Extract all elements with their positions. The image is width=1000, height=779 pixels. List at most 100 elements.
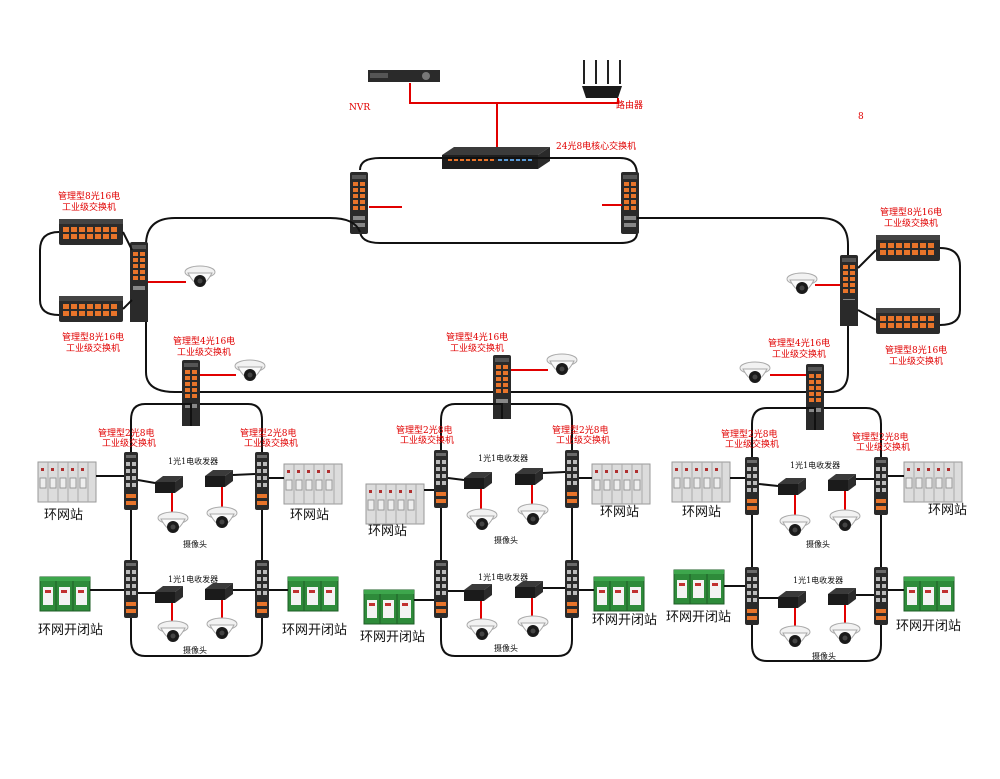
access-switch-label-2: 工业级交换机: [400, 434, 454, 446]
link: [137, 479, 156, 484]
ring-station-label: 环网站: [600, 505, 639, 520]
page-number: 8: [858, 112, 864, 122]
left-rack-link-bottom: [122, 299, 133, 310]
left-rack-link-top: [122, 231, 133, 251]
switchgear-cabinet-icon: [283, 463, 343, 505]
ring-switch-station-label: 环网开闭站: [282, 623, 347, 638]
dome-camera-icon: [546, 353, 578, 376]
media-converter-icon: [205, 470, 233, 487]
switchgear-cabinet-icon: [37, 461, 97, 503]
access-switch-icon: [255, 560, 269, 618]
ring-station-label: 环网站: [290, 508, 329, 523]
dome-camera-icon: [157, 620, 189, 643]
left-bottom-rack-label-1: 管理型8光16电: [62, 331, 124, 343]
media-converter-icon: [778, 478, 806, 495]
left-rack-switch-bottom-icon: [59, 296, 123, 322]
router-label: 路由器: [616, 99, 643, 111]
access-switch-icon: [255, 452, 269, 510]
media-converter-icon: [155, 476, 183, 493]
ring-switch-middle-label-1: 管理型4光16电: [446, 331, 508, 343]
access-switch-icon: [565, 560, 579, 618]
link: [542, 471, 566, 474]
dome-camera-icon: [206, 617, 238, 640]
subring-middle: [440, 403, 573, 657]
ring-switch-left-label-1: 管理型4光16电: [173, 335, 235, 347]
switchgear-cabinet-icon: [365, 483, 425, 525]
right-rack-switch-bottom-icon: [876, 308, 940, 334]
nvr-recorder-icon: [368, 70, 440, 82]
right-top-rack-label-2: 工业级交换机: [884, 217, 938, 229]
ring-switch-middle-label-2: 工业级交换机: [450, 342, 504, 354]
subring-right: [751, 407, 882, 662]
media-converter-icon: [155, 586, 183, 603]
access-switch-label-1: 管理型2光8电: [552, 424, 608, 436]
access-switch-label-1: 管理型2光8电: [396, 424, 452, 436]
camera-label: 摄像头: [183, 539, 207, 549]
dome-camera-icon: [206, 506, 238, 529]
dome-camera-icon: [829, 622, 861, 645]
switchgear-cabinet-icon: [903, 461, 963, 503]
dome-camera-icon: [779, 514, 811, 537]
access-switch-label-1: 管理型2光8电: [240, 427, 296, 439]
ring-main-unit-icon: [39, 576, 91, 612]
dome-camera-icon: [234, 359, 266, 382]
link: [447, 477, 465, 481]
access-switch-label-2: 工业级交换机: [856, 441, 910, 453]
right-rack-switch-top-icon: [876, 235, 940, 261]
nvr-label: NVR: [349, 103, 370, 113]
dome-camera-icon: [779, 625, 811, 648]
media-converter-icon: [778, 591, 806, 608]
left-rack-loop: [39, 231, 60, 316]
left-bottom-rack-label-2: 工业级交换机: [66, 342, 120, 354]
access-switch-label-1: 管理型2光8电: [852, 431, 908, 443]
access-switch-icon: [874, 457, 888, 515]
core-ring: [359, 157, 638, 244]
left-agg-switch-body: [130, 292, 148, 322]
dome-camera-icon: [517, 615, 549, 638]
ring-main-unit-icon: [673, 569, 725, 605]
right-rack-link-top: [857, 249, 877, 269]
media-converter-icon: [515, 581, 543, 598]
wifi-router-icon: [582, 60, 622, 98]
access-switch-label-2: 工业级交换机: [725, 438, 779, 450]
core-switch-label: 24光8电核心交换机: [556, 140, 636, 152]
left-rack-switch-top-icon: [59, 219, 123, 245]
access-switch-icon: [565, 450, 579, 508]
right-rack-link-bottom: [857, 309, 877, 321]
media-converter-icon: [464, 584, 492, 601]
dome-camera-icon: [786, 272, 818, 295]
right-bottom-rack-label-1: 管理型8光16电: [885, 344, 947, 356]
ring-main-unit-icon: [593, 576, 645, 612]
ring-station-label: 环网站: [682, 505, 721, 520]
link: [232, 473, 256, 476]
access-switch-icon: [124, 560, 138, 618]
left-top-rack-label-2: 工业级交换机: [62, 201, 116, 213]
transceiver-label: 1光1电收发器: [478, 572, 528, 582]
right-rack-loop: [939, 247, 961, 326]
ring-main-unit-icon: [363, 589, 415, 625]
ring-switch-right-label-2: 工业级交换机: [772, 348, 826, 360]
media-converter-icon: [205, 583, 233, 600]
access-switch-label-1: 管理型2光8电: [98, 427, 154, 439]
ring-main-unit-icon: [903, 576, 955, 612]
ring-switch-station-label: 环网开闭站: [592, 613, 657, 628]
access-switch-label-2: 工业级交换机: [556, 434, 610, 446]
right-agg-switch-body: [840, 300, 858, 326]
transceiver-label: 1光1电收发器: [168, 456, 218, 466]
right-bottom-rack-label-2: 工业级交换机: [889, 355, 943, 367]
transceiver-label: 1光1电收发器: [478, 453, 528, 463]
switchgear-cabinet-icon: [671, 461, 731, 503]
dome-camera-icon: [466, 508, 498, 531]
subring-left: [130, 403, 263, 657]
backbone-right: [637, 217, 849, 258]
left-top-rack-label-1: 管理型8光16电: [58, 190, 120, 202]
dome-camera-icon: [184, 265, 216, 288]
access-switch-label-2: 工业级交换机: [102, 437, 156, 449]
access-switch-icon: [434, 450, 448, 508]
ring-station-label: 环网站: [928, 503, 967, 518]
media-converter-icon: [828, 474, 856, 491]
access-switch-label-2: 工业级交换机: [244, 437, 298, 449]
core-left-switch-icon: [350, 172, 368, 234]
camera-label: 摄像头: [806, 539, 830, 549]
